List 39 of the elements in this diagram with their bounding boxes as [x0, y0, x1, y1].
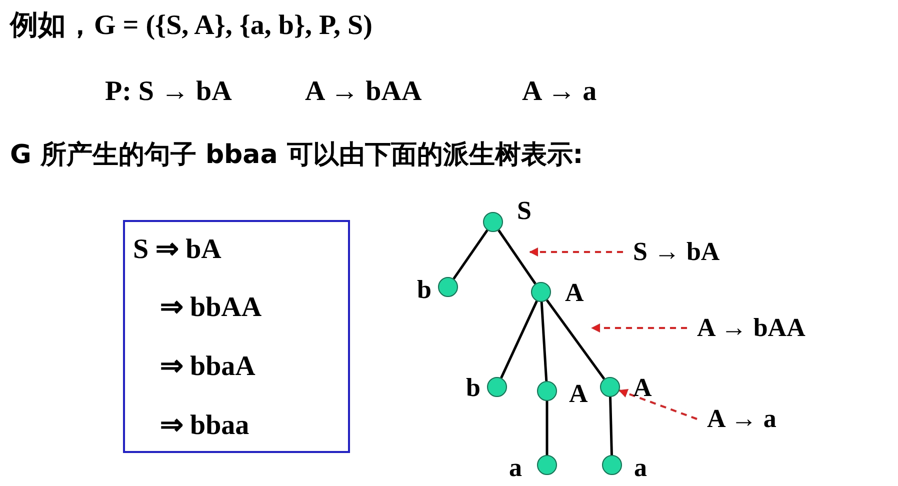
dashed-arrow — [618, 389, 698, 420]
tree-branch-line — [540, 302, 548, 382]
derivation-step: ⇒ bbAA — [160, 294, 262, 322]
tree-node-circle — [600, 377, 620, 397]
grammar-text: P: S → bA — [105, 78, 232, 106]
production-rule-label: A → a — [707, 405, 776, 433]
tree-branch-line — [500, 300, 538, 378]
node-symbol: A — [565, 280, 584, 306]
grammar-text: A → a — [522, 78, 597, 106]
tree-branch-line — [609, 396, 613, 456]
derivation-step: ⇒ bbaA — [160, 353, 256, 381]
production-rule-label: A → bAA — [697, 314, 806, 342]
node-symbol: b — [466, 375, 480, 401]
tree-branch-line — [546, 401, 548, 455]
grammar-text: 例如，G = ({S, A}, {a, b}, P, S) — [10, 12, 372, 40]
production-rule-label: S → bA — [633, 238, 720, 266]
dashed-arrow — [591, 324, 687, 332]
tree-node-circle — [531, 282, 551, 302]
tree-branch-line — [498, 230, 536, 284]
derivation-step: S ⇒ bA — [133, 236, 222, 264]
node-symbol: S — [517, 198, 532, 224]
node-symbol: A — [633, 375, 652, 401]
grammar-text: A → bAA — [305, 78, 422, 106]
node-symbol: a — [509, 455, 522, 481]
tree-branch-line — [452, 230, 488, 280]
tree-node-circle — [537, 381, 557, 401]
node-symbol: b — [417, 277, 432, 303]
dashed-arrow — [529, 248, 623, 256]
tree-node-circle — [602, 455, 622, 475]
node-symbol: A — [569, 381, 588, 407]
derivation-step: ⇒ bbaa — [160, 412, 250, 440]
tree-node-circle — [483, 212, 503, 232]
tree-node-circle — [438, 277, 458, 297]
node-symbol: a — [634, 455, 647, 481]
sentence-text: G 所产生的句子 bbaa 可以由下面的派生树表示: — [10, 142, 584, 168]
derivation-box — [123, 220, 350, 453]
tree-node-circle — [487, 377, 507, 397]
tree-branch-line — [546, 299, 606, 380]
tree-node-circle — [537, 455, 557, 475]
